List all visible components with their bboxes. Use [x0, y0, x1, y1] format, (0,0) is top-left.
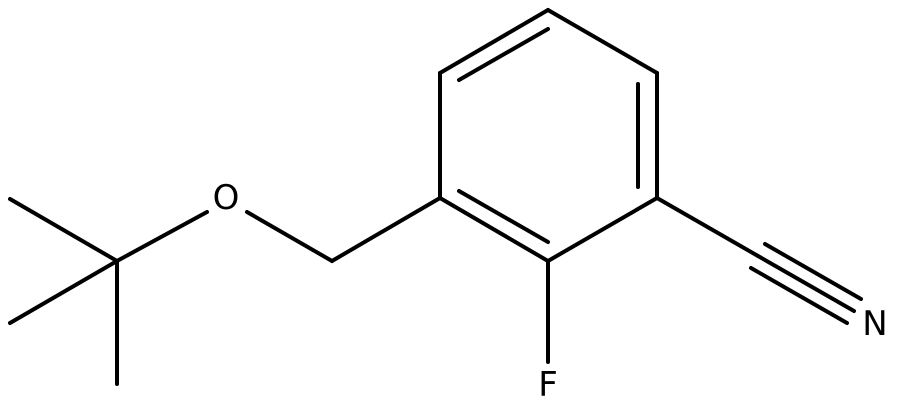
ring-double-bond-inner-bottom [457, 189, 550, 244]
oxygen-tbutyl-bond [115, 210, 209, 263]
ch2-bond [330, 196, 442, 263]
tbutyl-methyl-left-bond [8, 259, 119, 325]
ring-bond-c6-c1 [438, 8, 550, 75]
nitrile-triple-bond-lower [749, 266, 849, 325]
ch2-oxygen-bond [245, 210, 334, 263]
nitrile-bond-c3-c [655, 196, 760, 258]
nitrile-triple-bond-upper [763, 242, 863, 301]
tbutyl-methyl-top-bond [8, 197, 119, 263]
nitrile-triple-bond-center [756, 254, 856, 313]
ring-bond-c1-c2 [546, 8, 659, 75]
ring-double-bond-inner-top [457, 27, 550, 82]
ring-bond-c4-c5 [438, 196, 550, 263]
ring-bond-c3-c4 [546, 196, 659, 263]
fluorine-atom-label: F [538, 365, 558, 405]
oxygen-atom-label: O [213, 178, 240, 218]
nitrogen-atom-label: N [862, 304, 887, 344]
